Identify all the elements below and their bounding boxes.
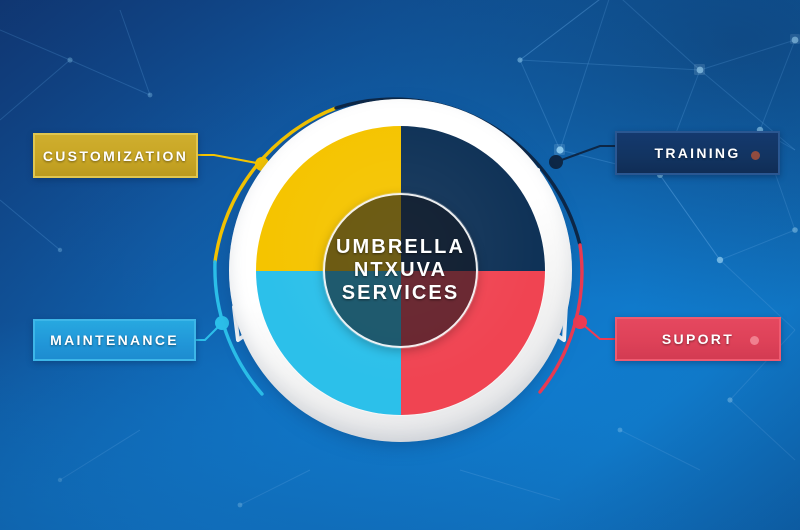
suport-leader-line: [579, 321, 615, 341]
maintenance-arc: [213, 260, 264, 396]
maintenance-node: [215, 316, 229, 330]
customization-arc: [213, 106, 338, 264]
label-customization-text: CUSTOMIZATION: [42, 147, 189, 164]
center-title: UMBRELLA NTXUVA SERVICES: [335, 236, 465, 304]
suport-node: [573, 315, 587, 329]
services-wheel: UMBRELLA NTXUVA SERVICES: [229, 99, 572, 442]
customization-leader-line: [198, 153, 263, 166]
label-customization[interactable]: CUSTOMIZATION: [33, 133, 198, 178]
training-node: [549, 155, 563, 169]
label-training[interactable]: TRAINING: [615, 131, 780, 175]
suport-dot-icon: [750, 336, 759, 345]
training-leader-line: [555, 144, 615, 163]
label-suport[interactable]: SUPORT: [615, 317, 781, 361]
label-training-text: TRAINING: [654, 145, 741, 161]
wheel-hub: UMBRELLA NTXUVA SERVICES: [323, 193, 478, 348]
label-maintenance-text: MAINTENANCE: [50, 332, 179, 348]
label-suport-text: SUPORT: [661, 331, 735, 347]
maintenance-leader-line: [196, 322, 223, 342]
training-dot-icon: [751, 151, 760, 160]
label-maintenance[interactable]: MAINTENANCE: [33, 319, 196, 361]
